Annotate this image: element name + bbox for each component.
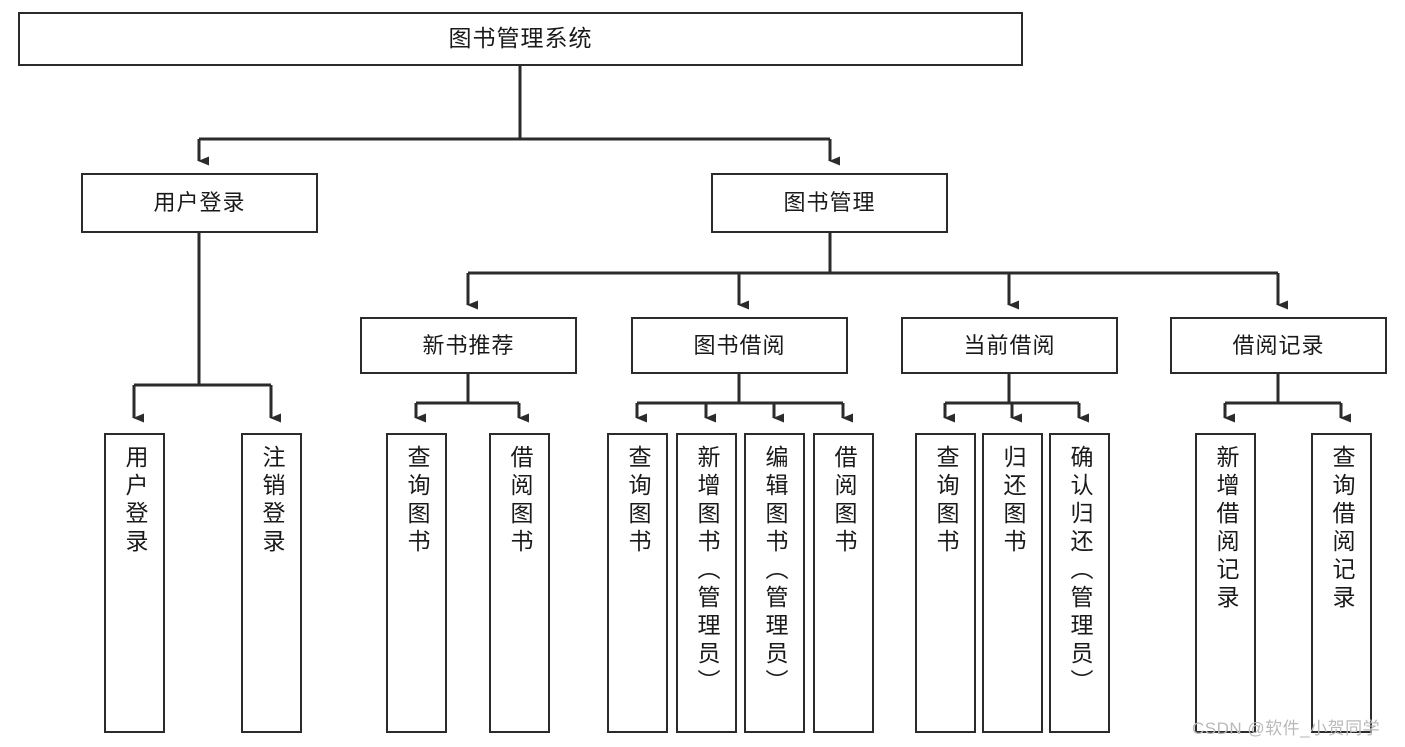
node-label: 借阅图书 (831, 445, 857, 557)
leaf-query-book-current[interactable]: 查询图书 (915, 433, 976, 733)
node-label: 用户登录 (122, 445, 148, 557)
node-label: 图书借阅 (693, 332, 786, 358)
node-label: 编辑图书（管理员） (762, 445, 788, 697)
leaf-query-book-recommendation[interactable]: 查询图书 (386, 433, 447, 733)
node-label: 新书推荐 (422, 332, 515, 358)
leaf-return-book[interactable]: 归还图书 (982, 433, 1043, 733)
leaf-query-book-borrowing[interactable]: 查询图书 (607, 433, 668, 733)
csdn-watermark: CSDN @软件_小贺同学 (1192, 719, 1381, 738)
node-label: 归还图书 (1000, 445, 1026, 557)
node-label: 确认归还（管理员） (1067, 445, 1093, 697)
leaf-logout[interactable]: 注销登录 (241, 433, 302, 733)
leaf-borrow-book-borrowing[interactable]: 借阅图书 (813, 433, 874, 733)
leaf-query-borrowing-record[interactable]: 查询借阅记录 (1311, 433, 1372, 733)
node-label: 注销登录 (259, 445, 285, 557)
node-borrowing-records[interactable]: 借阅记录 (1170, 317, 1387, 374)
node-label: 查询图书 (625, 445, 651, 557)
node-book-management[interactable]: 图书管理 (711, 173, 948, 233)
node-label: 用户登录 (153, 190, 246, 216)
node-label: 借阅记录 (1232, 332, 1325, 358)
node-label: 图书管理 (783, 190, 876, 216)
node-user-login[interactable]: 用户登录 (81, 173, 318, 233)
node-root-book-management-system[interactable]: 图书管理系统 (18, 12, 1023, 66)
leaf-add-book-admin[interactable]: 新增图书（管理员） (676, 433, 737, 733)
node-label: 查询借阅记录 (1329, 445, 1355, 613)
node-label: 新增图书（管理员） (694, 445, 720, 697)
node-current-borrowing[interactable]: 当前借阅 (901, 317, 1118, 374)
node-new-book-recommendation[interactable]: 新书推荐 (360, 317, 577, 374)
node-label: 新增借阅记录 (1213, 445, 1239, 613)
node-label: 当前借阅 (963, 332, 1056, 358)
node-label: 借阅图书 (507, 445, 533, 557)
node-label: 图书管理系统 (448, 25, 593, 52)
node-label: 查询图书 (404, 445, 430, 557)
leaf-confirm-return-admin[interactable]: 确认归还（管理员） (1049, 433, 1110, 733)
leaf-borrow-book-recommendation[interactable]: 借阅图书 (489, 433, 550, 733)
leaf-add-borrowing-record[interactable]: 新增借阅记录 (1195, 433, 1256, 733)
node-label: 查询图书 (933, 445, 959, 557)
leaf-user-login[interactable]: 用户登录 (104, 433, 165, 733)
node-book-borrowing[interactable]: 图书借阅 (631, 317, 848, 374)
leaf-edit-book-admin[interactable]: 编辑图书（管理员） (744, 433, 805, 733)
